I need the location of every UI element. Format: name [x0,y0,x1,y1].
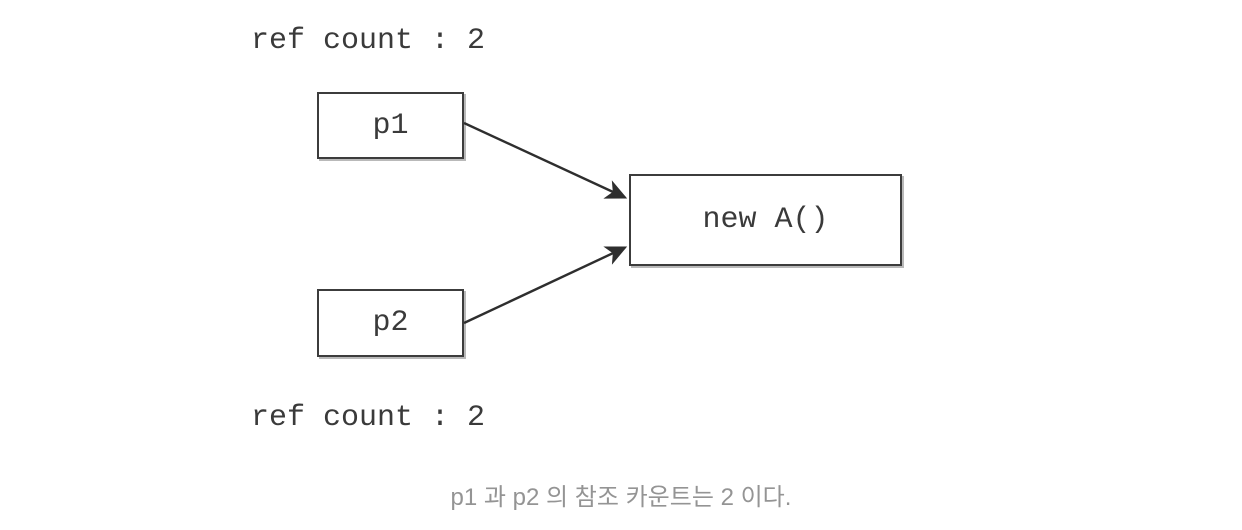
object-box-new-a-label: new A() [702,203,829,237]
arrow-p1-to-new-a [463,121,628,199]
ref-count-top-label: ref count : 2 [251,24,486,58]
ref-count-bottom-label: ref count : 2 [251,401,486,435]
diagram-caption: p1 과 p2 의 참조 카운트는 2 이다. [450,484,792,511]
pointer-box-p2-label: p2 [372,306,409,340]
arrow-p2-to-new-a [463,246,628,325]
object-box-new-a[interactable]: new A() [629,174,902,266]
pointer-box-p2[interactable]: p2 [317,289,464,357]
pointer-box-p1[interactable]: p1 [317,92,464,159]
pointer-box-p1-label: p1 [372,108,409,143]
